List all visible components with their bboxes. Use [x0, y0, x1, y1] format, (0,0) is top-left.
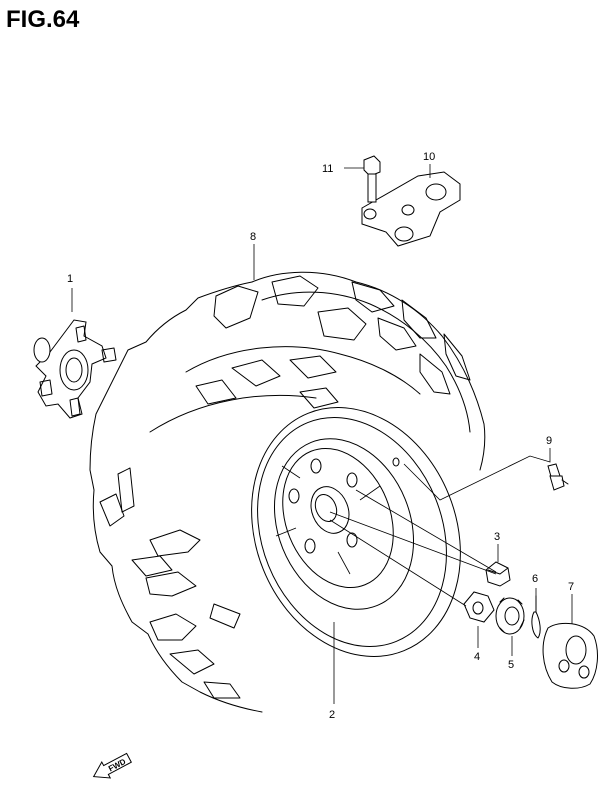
cotter-pin-part[interactable] [531, 595, 541, 639]
leader-lines [71, 164, 573, 704]
callout-6: 6 [532, 573, 538, 585]
callout-11: 11 [322, 163, 333, 175]
callout-5: 5 [508, 659, 514, 671]
castle-nut-part[interactable] [495, 597, 525, 635]
callout-9: 9 [546, 435, 552, 447]
bracket-part[interactable] [361, 171, 461, 247]
callout-2: 2 [329, 709, 335, 721]
callout-10: 10 [423, 151, 435, 163]
nut-part[interactable] [485, 561, 511, 587]
callout-8: 8 [250, 231, 256, 243]
callout-4: 4 [474, 651, 480, 663]
figure-title: FIG.64 [6, 6, 80, 33]
hub-cap-part[interactable] [542, 622, 598, 689]
wheel-rim-part[interactable] [215, 376, 496, 688]
tire-part[interactable] [89, 271, 486, 713]
forward-direction-arrow: FWD [92, 752, 132, 779]
callout-3: 3 [494, 531, 500, 543]
callout-7: 7 [568, 581, 574, 593]
washer-part[interactable] [463, 591, 495, 623]
callout-1: 1 [67, 273, 73, 285]
bolt-part[interactable] [363, 155, 381, 203]
hub-part[interactable] [33, 319, 117, 419]
valve-part[interactable] [547, 463, 569, 491]
